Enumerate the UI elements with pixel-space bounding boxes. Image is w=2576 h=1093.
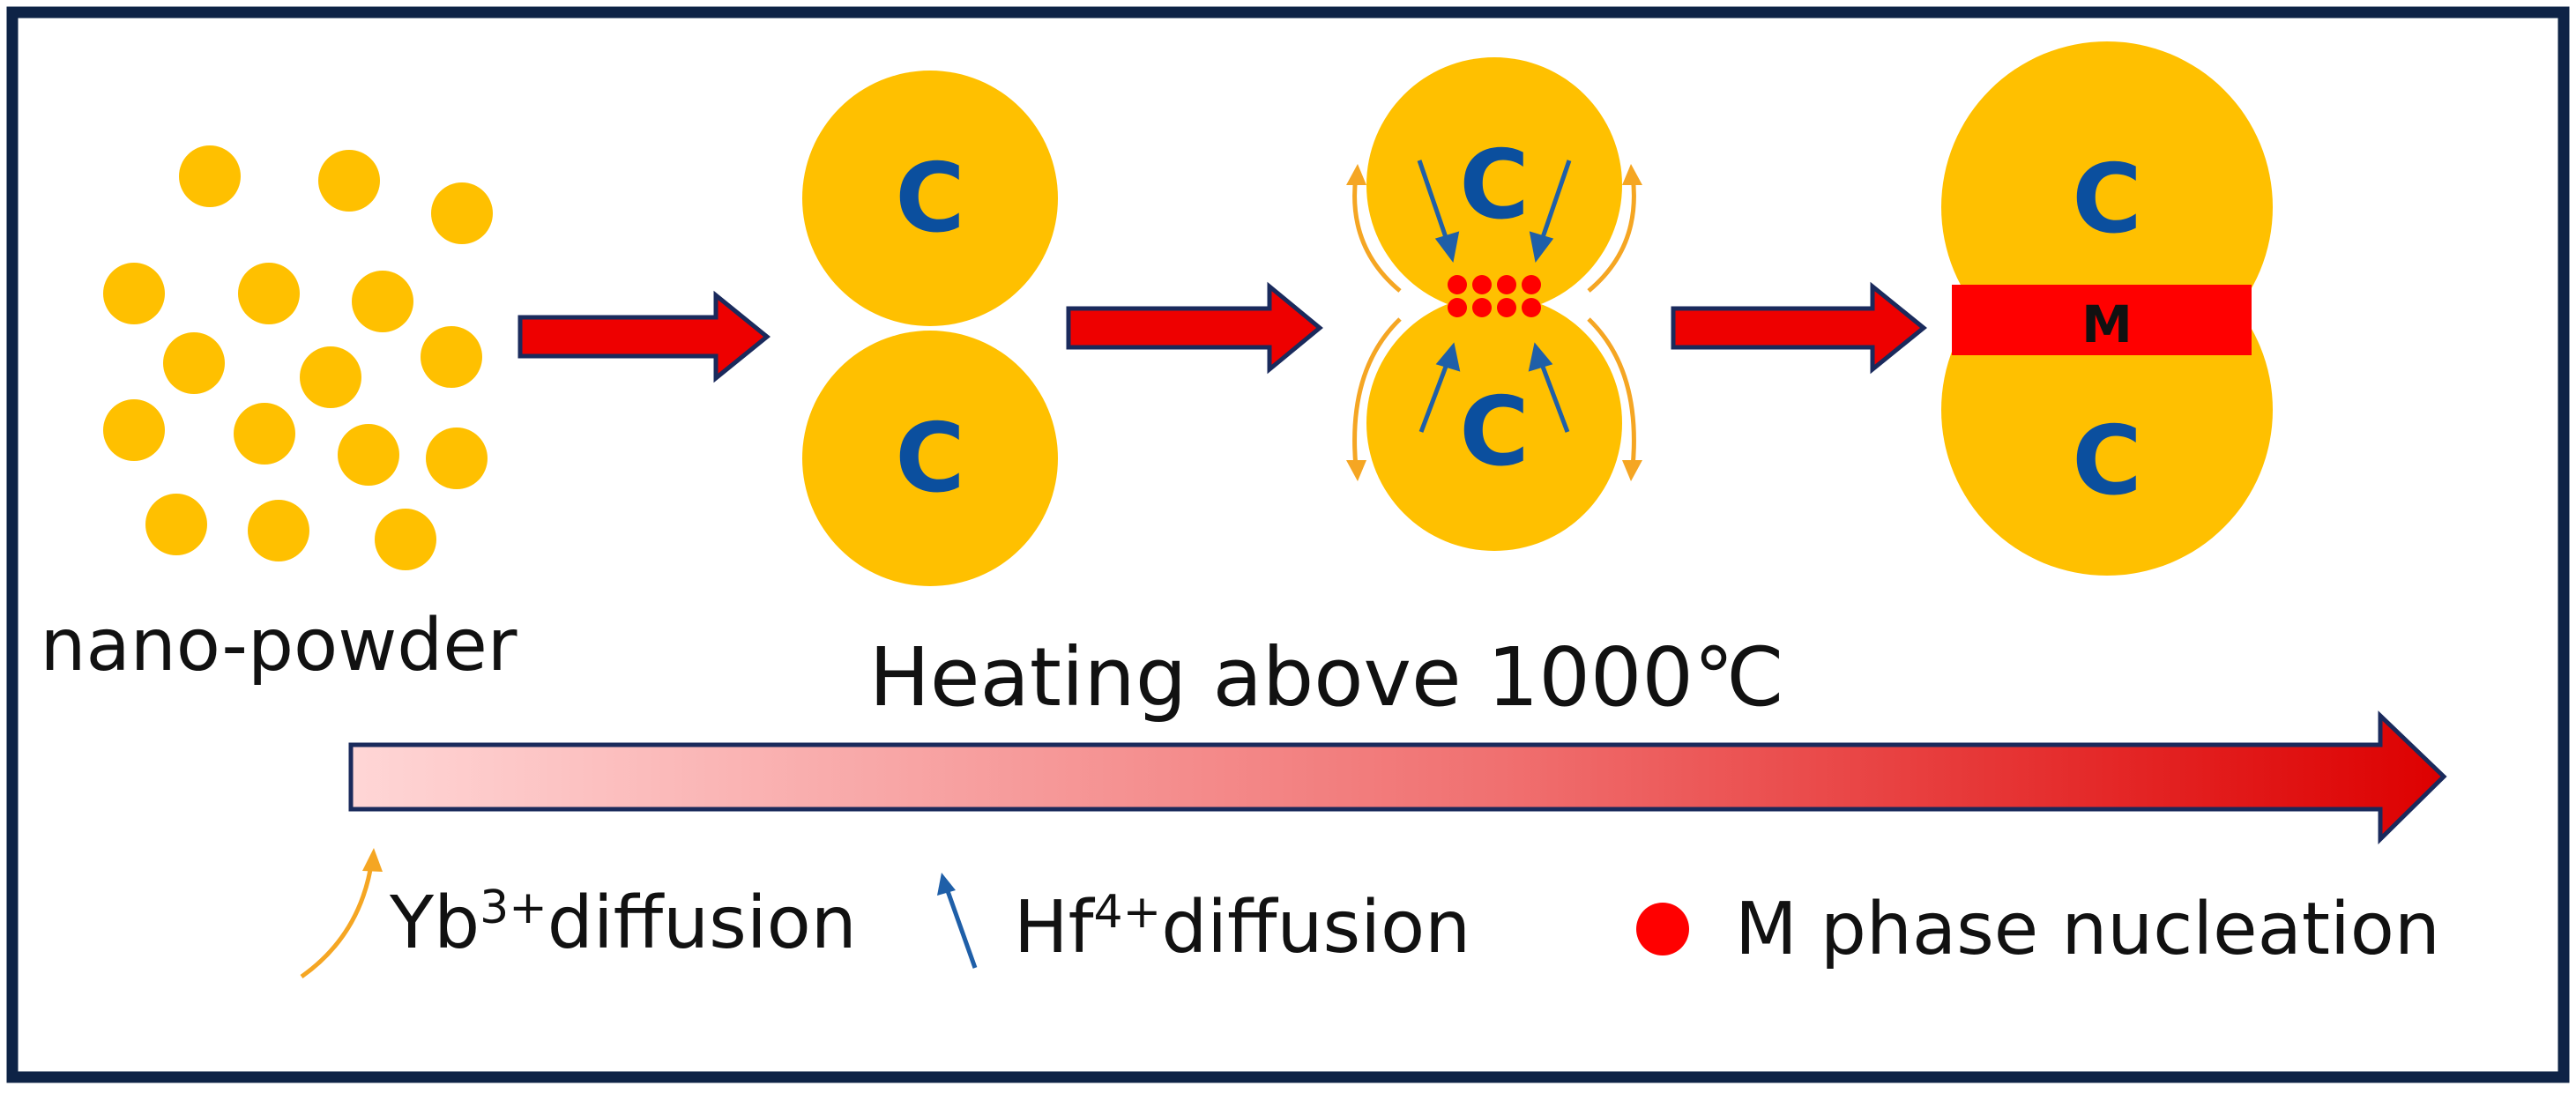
c-letter: C: [2072, 406, 2141, 517]
c-particle-top: [1366, 57, 1622, 313]
yb-diffusion-arrows: [1352, 175, 1636, 468]
nano-powder-label: nano-powder: [41, 604, 517, 688]
powder-particle: [234, 403, 295, 465]
m-phase-band: [1952, 285, 2252, 355]
c-letter: C: [895, 144, 964, 254]
m-nucleation-dot: [1472, 275, 1492, 294]
m-nucleation-dots: [1448, 275, 1541, 317]
powder-particle: [145, 494, 207, 555]
m-nucleation-dot: [1472, 298, 1492, 317]
heating-label: Heating above 1000℃: [869, 630, 1785, 725]
powder-particle: [338, 424, 399, 486]
m-nucleation-dot: [1497, 275, 1516, 294]
yb-legend-arrow-icon: [300, 859, 375, 979]
m-nucleation-dot: [1522, 298, 1541, 317]
legend-hf-ion: Hf: [1014, 886, 1096, 970]
powder-particle: [103, 263, 165, 324]
m-phase-letter: M: [2081, 294, 2133, 354]
c-letter: C: [1459, 130, 1529, 241]
yb-arrowheads: [1346, 164, 1642, 481]
powder-particle: [375, 509, 436, 570]
stage2-separate-particles: C C: [802, 71, 1058, 586]
legend-yb-text: Yb3+diffusion: [389, 881, 857, 965]
c-particle-bottom: [802, 331, 1058, 586]
m-nucleation-dot: [1448, 275, 1467, 294]
powder-particle: [238, 263, 300, 324]
heating-gradient-arrow: [348, 710, 2447, 844]
powder-particle: [248, 500, 309, 561]
process-arrow-2: [1066, 281, 1323, 375]
process-arrow-1: [517, 290, 771, 383]
hf-diffusion-arrows: [1417, 160, 1572, 433]
powder-particle: [103, 399, 165, 461]
c-letter: C: [2072, 145, 2141, 255]
legend-yb-charge: 3+: [480, 881, 547, 934]
legend-m-text: M phase nucleation: [1735, 888, 2440, 971]
nano-powder-particles: [103, 145, 493, 570]
legend-yb-diffusion: Yb3+diffusion: [300, 848, 857, 979]
legend-hf-label: diffusion: [1161, 886, 1470, 970]
legend-m-nucleation: M phase nucleation: [1636, 888, 2440, 971]
legend-yb-ion: Yb: [389, 881, 480, 965]
powder-particle: [421, 326, 482, 388]
powder-particle: [426, 428, 488, 489]
legend-hf-charge: 4+: [1094, 886, 1162, 939]
powder-particle: [179, 145, 241, 207]
powder-particle: [318, 150, 380, 212]
c-letter: C: [895, 404, 964, 514]
legend: Yb3+diffusion Hf4+diffusion M phase nucl…: [300, 848, 2440, 979]
powder-particle: [163, 332, 225, 394]
legend-hf-diffusion: Hf4+diffusion: [937, 873, 1470, 970]
powder-particle: [352, 271, 413, 332]
powder-particle: [300, 346, 361, 408]
powder-particle: [431, 182, 493, 244]
m-nucleation-dot-icon: [1636, 903, 1689, 955]
legend-yb-label: diffusion: [547, 881, 857, 965]
c-particle-bottom: [1366, 295, 1622, 551]
process-arrow-3: [1671, 281, 1927, 375]
stage4-merged-grain: C C M: [1941, 41, 2273, 576]
hf-legend-arrow-icon: [944, 888, 978, 969]
m-nucleation-dot: [1522, 275, 1541, 294]
c-particle-top: [802, 71, 1058, 326]
m-nucleation-dot: [1448, 298, 1467, 317]
m-nucleation-dot: [1497, 298, 1516, 317]
legend-hf-text: Hf4+diffusion: [1014, 886, 1470, 970]
c-letter: C: [1459, 377, 1529, 487]
stage3-necking-particles: C C: [1346, 57, 1642, 551]
